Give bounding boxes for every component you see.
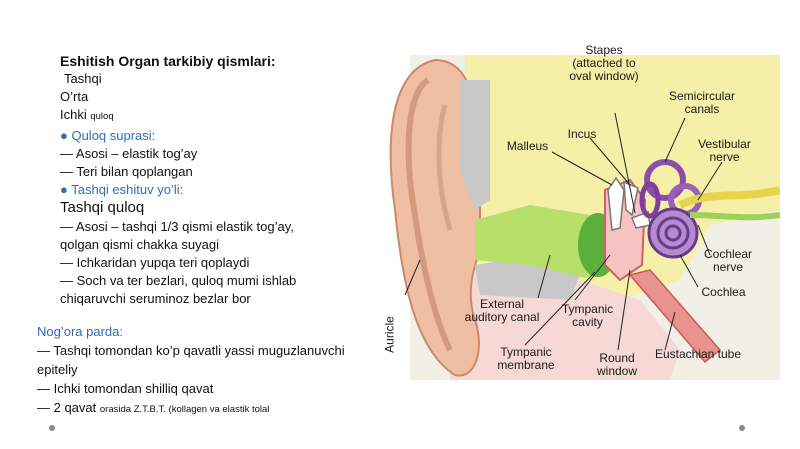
label-stapes: Stapes (attached to oval window) — [569, 43, 639, 83]
bullet-ear-canal: ● Tashqi eshituv yo’li: — [60, 182, 184, 198]
cartilage — [460, 80, 490, 210]
eardrum-text: Nog’ora parda: — Tashqi tomondan ko’p qa… — [37, 322, 377, 419]
cochlea-turn-1 — [656, 216, 690, 250]
canal-line-1: — Asosi – tashqi 1/3 qismi elastik tog’a… — [60, 218, 294, 234]
malleus-bone — [607, 176, 625, 231]
canal-line-3: — Ichkaridan yupqa teri qoplaydi — [60, 255, 250, 271]
eardrum-line-2: — Ichki tomondan shilliq qavat — [37, 381, 214, 396]
incus-bone — [623, 180, 639, 217]
label-semicircular-canals: Semicircular canals — [668, 89, 735, 116]
label-incus: Incus — [567, 127, 597, 141]
ear-illustration — [389, 55, 781, 380]
part-inner-small: quloq — [90, 111, 114, 123]
eardrum-line-3: — 2 qavat orasida Z.T.B.T. (kollagen va … — [37, 398, 377, 419]
heading-text: Tashqi quloq — [60, 199, 145, 217]
slide-dot-right — [739, 425, 745, 431]
label-round-window: Round window — [596, 351, 638, 378]
ear-anatomy-diagram: Stapes (attached to oval window) Semicir… — [380, 44, 781, 380]
label-vestibular-nerve: Vestibular nerve — [698, 137, 751, 164]
canal-line-2: qolgan qismi chakka suyagi — [60, 236, 219, 252]
canal-line-5: chiqaruvchi seruminoz bezlar bor — [60, 291, 251, 307]
semicircular-canal-3 — [639, 181, 661, 219]
leader-lines — [404, 112, 723, 351]
label-tympanic-cavity: Tympanic cavity — [561, 302, 614, 329]
auricle-line-1: — Asosi – elastik tog’ay — [60, 145, 198, 161]
label-cochlear-nerve: Cochlear nerve — [703, 247, 753, 274]
cochlear-nerve-shape — [689, 212, 781, 221]
ear-parts-text: Eshitish Organ tarkibiy qismlari: Tashqi… — [60, 52, 370, 309]
external-auditory-canal — [475, 205, 615, 278]
vestibular-nerve-shape — [678, 186, 781, 209]
bullet-auricle: ● Quloq suprasi: — [60, 127, 156, 143]
label-external-auditory-canal: External auditory canal — [464, 297, 540, 324]
canal-line-4: — Soch va ter bezlari, quloq mumi ishlab — [60, 273, 297, 289]
eardrum-line-3-main: — 2 qavat — [37, 400, 97, 415]
cochlea-shape — [647, 207, 699, 259]
section-title: Eshitish Organ tarkibiy qismlari: — [60, 53, 276, 69]
external-ear-heading: Tashqi quloq — [60, 199, 370, 217]
part-inner: Ichki quloq — [60, 106, 370, 126]
eardrum-line-1: — Tashqi tomondan ko’p qavatli yassi mug… — [37, 343, 345, 377]
helix-fold — [405, 77, 453, 352]
label-eustachian-tube: Eustachian tube — [654, 347, 742, 361]
slide-dot-left — [49, 425, 55, 431]
label-malleus: Malleus — [506, 139, 549, 153]
label-tympanic-membrane: Tympanic membrane — [497, 345, 555, 372]
antihelix-fold — [436, 104, 453, 231]
cochlea-turn-2 — [664, 224, 682, 242]
label-auricle: Auricle — [382, 316, 397, 353]
eustachian-tube-shape — [628, 269, 722, 364]
label-cochlea: Cochlea — [701, 285, 746, 299]
eardrum-title: Nog’ora parda: — [37, 324, 123, 339]
eardrum-line-3-small: orasida Z.T.B.T. (kollagen va elastik to… — [99, 404, 270, 415]
part-inner-main: Ichki — [60, 107, 87, 123]
auricle-line-2: — Teri bilan qoplangan — [60, 164, 193, 180]
part-external: Tashqi — [64, 71, 102, 86]
part-middle: O’rta — [60, 89, 89, 105]
